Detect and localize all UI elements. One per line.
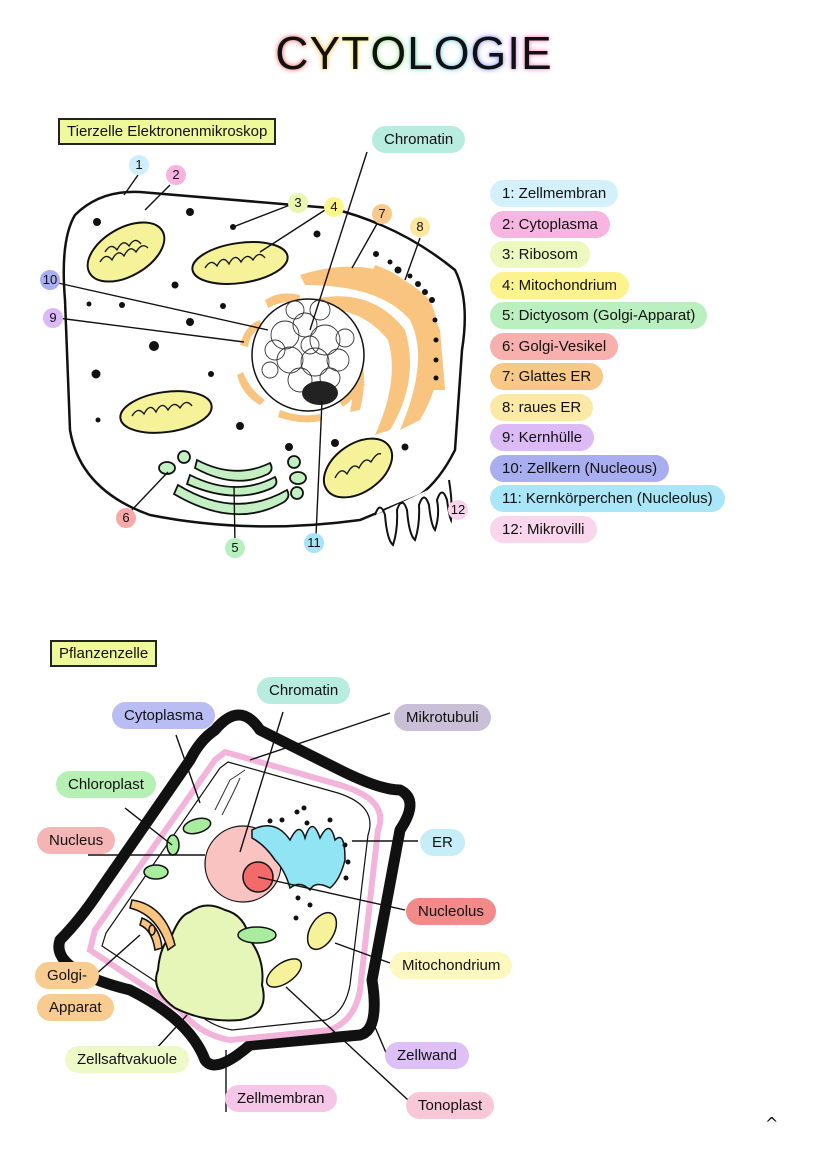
legend-item: 6: Golgi-Vesikel [490, 332, 619, 360]
animal-cell-heading: Tierzelle Elektronenmikroskop [58, 118, 277, 145]
title-letter: I [507, 27, 522, 79]
label-zellsaftvakuole: Zellsaftvakuole [65, 1046, 190, 1073]
rough-er-ribosomes [373, 251, 439, 381]
number-marker: 9 [43, 308, 63, 328]
ribosomes [86, 208, 409, 451]
mitochondria-cristae [99, 239, 382, 479]
legend-item: 11: Kernkörperchen (Nucleolus) [490, 485, 725, 512]
number-marker: 2 [166, 165, 186, 185]
plant-mitochondria [265, 911, 338, 988]
title-letter: Y [309, 27, 342, 79]
number-marker: 8 [410, 217, 430, 237]
golgi-apparatus [158, 450, 307, 516]
title-letter: L [407, 27, 434, 79]
page-title: CYTOLOGIE [0, 26, 828, 80]
number-marker: 10 [40, 270, 60, 290]
animal-legend: 1: Zellmembran 2: Cytoplasma 3: Ribosom … [490, 180, 725, 546]
animal-chromatin-label: Chromatin [372, 126, 466, 153]
legend-item: 9: Kernhülle [490, 424, 595, 451]
page-corner-mark: ^ [765, 1114, 779, 1133]
label-chromatin: Chromatin [257, 677, 351, 704]
plant-cell-heading: Pflanzenzelle [50, 640, 158, 667]
animal-leader-lines [57, 151, 421, 546]
title-letter: C [275, 27, 310, 79]
number-marker: 1 [129, 155, 149, 175]
mikrotubuli [214, 769, 246, 816]
chromatin-scribbles [261, 299, 355, 393]
label-zellmembran: Zellmembran [225, 1085, 337, 1112]
plant-er-ribosomes [267, 805, 351, 921]
title-letter: O [433, 27, 471, 79]
number-marker: 12 [448, 500, 468, 520]
plant-golgi [129, 899, 176, 952]
title-letter: T [341, 27, 371, 79]
number-marker: 4 [324, 197, 344, 217]
legend-item: 2: Cytoplasma [490, 210, 610, 238]
number-marker: 5 [225, 538, 245, 558]
legend-item: 5: Dictyosom (Golgi-Apparat) [490, 302, 708, 329]
animal-nucleolus [302, 381, 338, 405]
plant-er [251, 825, 346, 892]
label-golgi-line2: Apparat [37, 994, 114, 1021]
label-golgi-line1: Golgi- [35, 962, 100, 989]
plant-leader-lines [88, 711, 418, 1112]
legend-item: 4: Mitochondrium [490, 271, 630, 299]
legend-item: 12: Mikrovilli [490, 515, 597, 543]
title-letter: G [470, 27, 508, 79]
label-cytoplasma: Cytoplasma [112, 702, 216, 729]
label-nucleolus: Nucleolus [406, 898, 496, 925]
title-letter: O [370, 27, 408, 79]
animal-nucleus [251, 298, 365, 412]
legend-item: 7: Glattes ER [490, 363, 604, 390]
label-nucleus: Nucleus [37, 827, 116, 854]
label-mitochondrium: Mitochondrium [390, 952, 513, 979]
legend-item: 10: Zellkern (Nucleous) [490, 454, 670, 482]
microvilli [374, 479, 453, 547]
label-zellwand: Zellwand [385, 1042, 470, 1069]
label-mikrotubuli: Mikrotubuli [394, 704, 491, 731]
label-chloroplast: Chloroplast [56, 771, 156, 798]
title-letter: E [521, 27, 553, 79]
chloroplasts [143, 817, 277, 944]
number-marker: 3 [288, 193, 308, 213]
legend-item: 3: Ribosom [490, 241, 590, 268]
label-er: ER [420, 829, 465, 856]
label-tonoplast: Tonoplast [406, 1092, 495, 1119]
number-marker: 11 [304, 533, 324, 553]
number-marker: 6 [116, 508, 136, 528]
number-marker: 7 [372, 204, 392, 224]
legend-item: 8: raues ER [490, 393, 594, 421]
legend-item: 1: Zellmembran [490, 180, 619, 207]
